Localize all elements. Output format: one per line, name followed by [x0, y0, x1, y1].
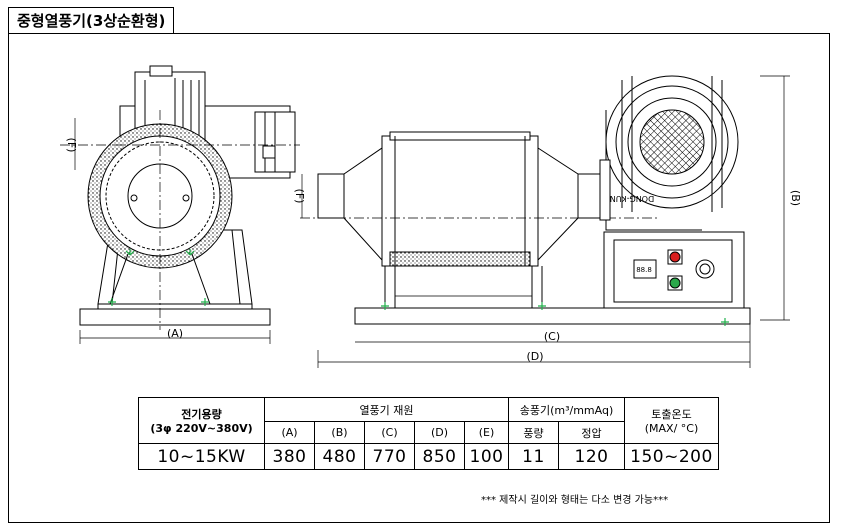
temp-display [633, 259, 657, 279]
drawing-frame [8, 33, 830, 523]
footnote: *** 제작시 길이와 형태는 다소 변경 가능*** [481, 495, 669, 506]
outlet-cone [537, 147, 579, 262]
col-flow: 풍량 [508, 421, 559, 444]
power-subheader: (3φ 220V~380V) [150, 422, 253, 435]
temp-header: 토출온도 [651, 408, 692, 421]
col-pressure: 정압 [558, 421, 625, 444]
col-c: (C) [364, 421, 415, 444]
dim-f-side-label: (F) [65, 138, 78, 153]
power-header: 전기용량 [181, 408, 222, 421]
value-power: 10~15KW [138, 443, 265, 470]
air-header: 송풍기(m³/mmAq) [508, 397, 625, 422]
dim-b-label: (B) [789, 190, 802, 206]
col-b: (B) [314, 421, 365, 444]
dim-f-front-label: (F) [293, 189, 306, 204]
temp-subheader: (MAX/ °C) [644, 422, 699, 435]
power-header-cell: 전기용량 (3φ 220V~380V) [138, 397, 265, 444]
spec-table: 전기용량 (3φ 220V~380V) 열풍기 재원 송풍기(m³/mmAq) … [138, 397, 719, 470]
value-pressure: 120 [558, 443, 625, 470]
dims-header: 열풍기 재원 [264, 397, 509, 422]
side-view [60, 65, 300, 344]
value-a: 380 [264, 443, 315, 470]
value-e: 100 [464, 443, 509, 470]
front-view [300, 75, 790, 368]
col-d: (D) [414, 421, 465, 444]
mount-markers [108, 249, 729, 326]
page-title: 중형열풍기(3상순환형) [8, 7, 175, 33]
dim-d-label: (D) [526, 350, 543, 363]
col-a: (A) [264, 421, 315, 444]
inlet-duct [317, 173, 345, 219]
front-base-plate [354, 307, 751, 325]
value-b: 480 [314, 443, 365, 470]
dim-a-label: (A) [167, 327, 183, 340]
green-lamp [669, 277, 681, 289]
value-flow: 11 [508, 443, 559, 470]
temp-header-cell: 토출온도 (MAX/ °C) [624, 397, 719, 444]
inlet-cone [343, 147, 383, 262]
value-c: 770 [364, 443, 415, 470]
display-readout: 88.8 [636, 266, 652, 274]
value-d: 850 [414, 443, 465, 470]
nameplate-text: DONG-KUN [610, 194, 654, 203]
red-lamp [669, 251, 681, 263]
dim-c-label: (C) [544, 330, 560, 343]
side-base-plate [79, 308, 271, 326]
heater-body [381, 135, 539, 267]
col-e: (E) [464, 421, 509, 444]
value-temp: 150~200 [624, 443, 719, 470]
blower-intake-grille [639, 109, 705, 175]
